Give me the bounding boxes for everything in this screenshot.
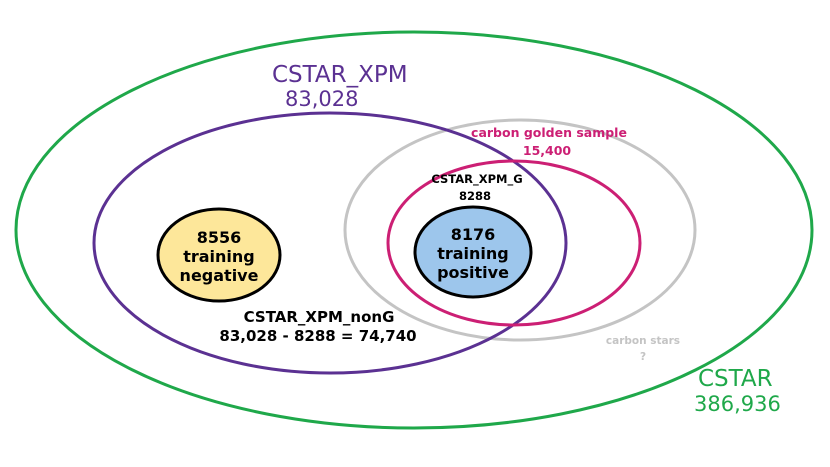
training-negative-line1: training [183,247,255,266]
cstar-xpm-name: CSTAR_XPM [272,62,408,88]
carbon-golden-sample-name: carbon golden sample [471,125,627,140]
cstar-count: 386,936 [694,392,781,416]
training-positive-ellipse [413,205,533,299]
cstar-xpm-ellipse [92,111,568,375]
training-negative-count: 8556 [197,228,242,247]
carbon-golden-sample-ellipse [386,159,642,327]
cstar-xpm-count: 83,028 [285,87,358,111]
carbon-stars-name: carbon stars [606,335,680,347]
cstar-xpm-g-name: CSTAR_XPM_G [431,172,522,187]
cstar-xpm-g-count: 8288 [459,189,491,203]
training-negative-ellipse [156,207,282,303]
training-positive-line1: training [437,244,509,263]
cstar-name: CSTAR [698,366,773,392]
carbon-stars-ellipse [343,118,697,342]
training-positive-line2: positive [437,263,509,282]
training-positive-count: 8176 [451,225,496,244]
cstar-ellipse [14,30,814,430]
training-negative-line2: negative [180,266,259,285]
carbon-stars-count: ? [640,351,646,363]
cstar-xpm-nong-formula: 83,028 - 8288 = 74,740 [219,327,416,345]
cstar-xpm-nong-name: CSTAR_XPM_nonG [244,308,395,326]
carbon-golden-sample-count: 15,400 [523,143,572,158]
